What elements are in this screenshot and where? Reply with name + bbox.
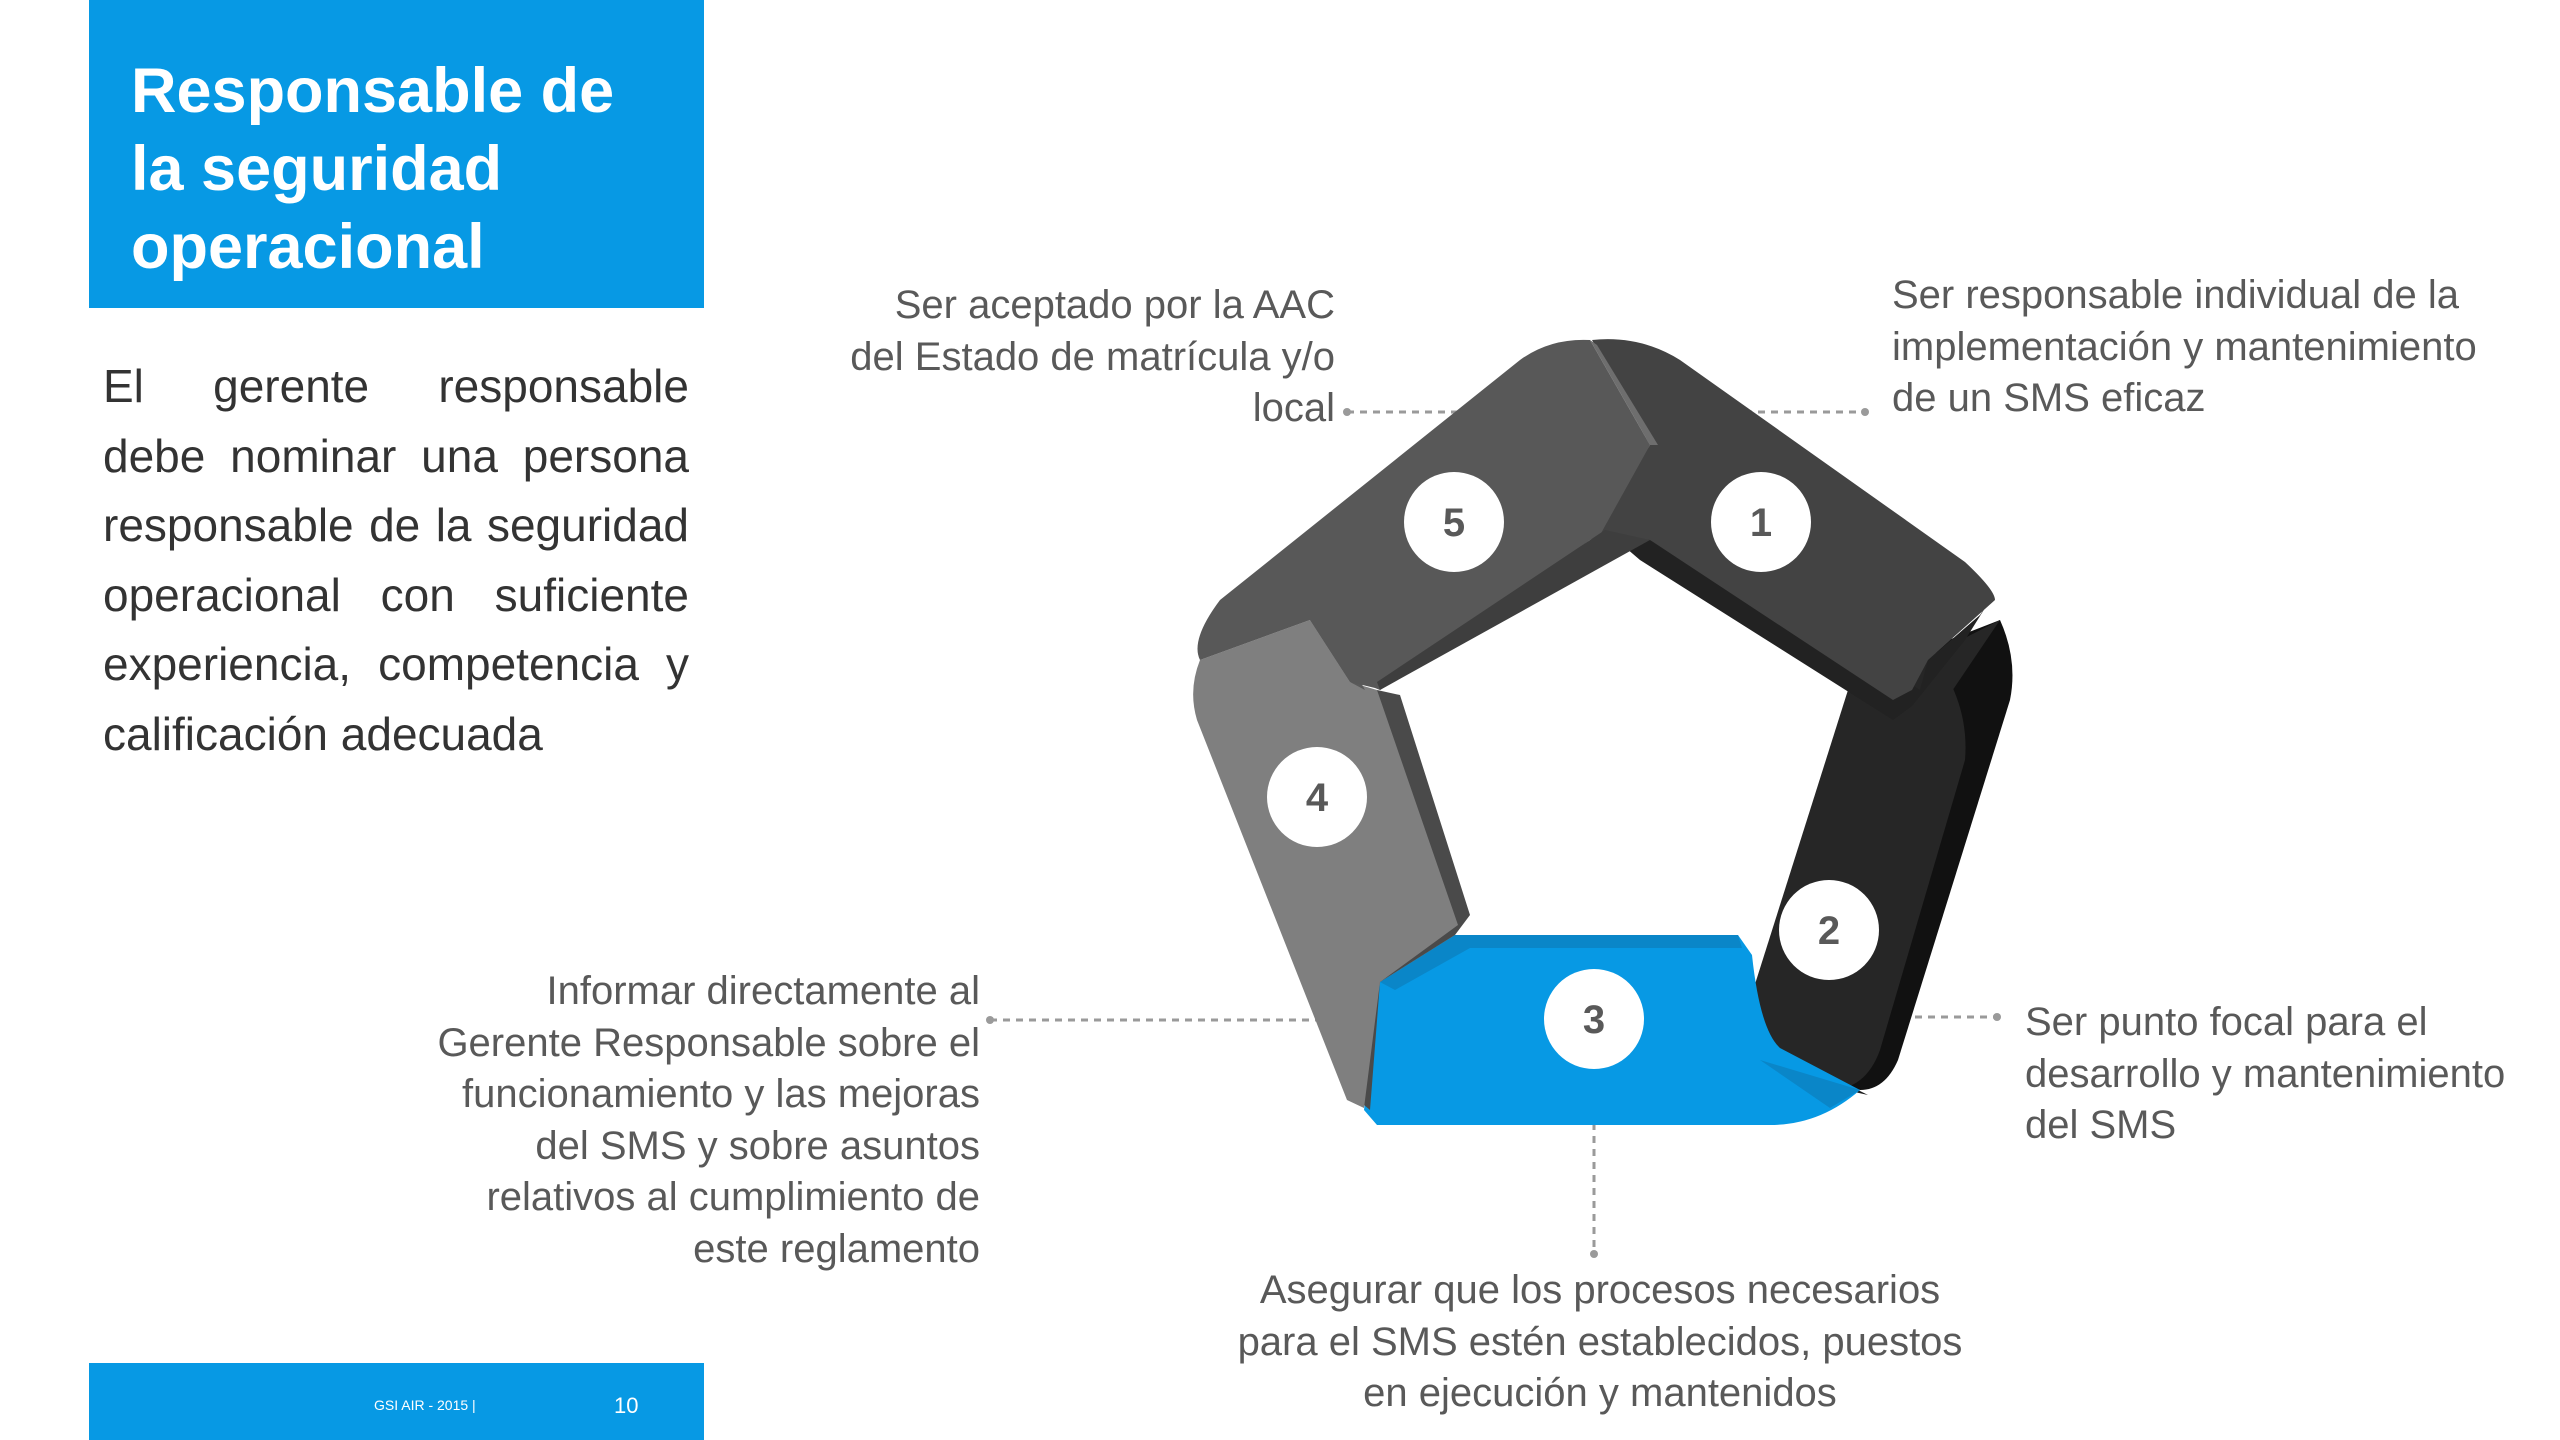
step-badge-5: 5 bbox=[1404, 472, 1504, 572]
step-badge-2: 2 bbox=[1779, 880, 1879, 980]
callout-step-5: Ser aceptado por la AAC del Estado de ma… bbox=[850, 283, 1335, 430]
connector-step-4 bbox=[986, 1016, 1331, 1024]
step-badge-1: 1 bbox=[1711, 472, 1811, 572]
callout-step-4: Informar directamente al Gerente Respons… bbox=[437, 969, 980, 1271]
title-box: Responsable de la seguridad operacional bbox=[89, 0, 704, 308]
step-badge-3: 3 bbox=[1544, 969, 1644, 1069]
page-number: 10 bbox=[614, 1393, 639, 1418]
callout-step-1: Ser responsable individual de la impleme… bbox=[1892, 273, 2477, 420]
step-number-5: 5 bbox=[1443, 501, 1465, 545]
page-title: Responsable de la seguridad operacional bbox=[131, 56, 615, 282]
connector-step-3 bbox=[1590, 1106, 1598, 1258]
step-number-3: 3 bbox=[1583, 998, 1605, 1042]
body-paragraph: El gerente responsable debe nominar una … bbox=[103, 360, 689, 760]
step-number-1: 1 bbox=[1750, 501, 1772, 545]
step-number-4: 4 bbox=[1306, 776, 1329, 820]
footer-organization: GSI AIR - 2015 | bbox=[374, 1397, 476, 1413]
callout-step-3: Asegurar que los procesos necesarios par… bbox=[1237, 1268, 1963, 1415]
footer-bar: GSI AIR - 2015 | 10 bbox=[89, 1363, 704, 1440]
step-number-2: 2 bbox=[1818, 909, 1840, 953]
callout-step-2: Ser punto focal para el desarrollo y man… bbox=[2025, 1000, 2506, 1147]
step-badge-4: 4 bbox=[1267, 747, 1367, 847]
